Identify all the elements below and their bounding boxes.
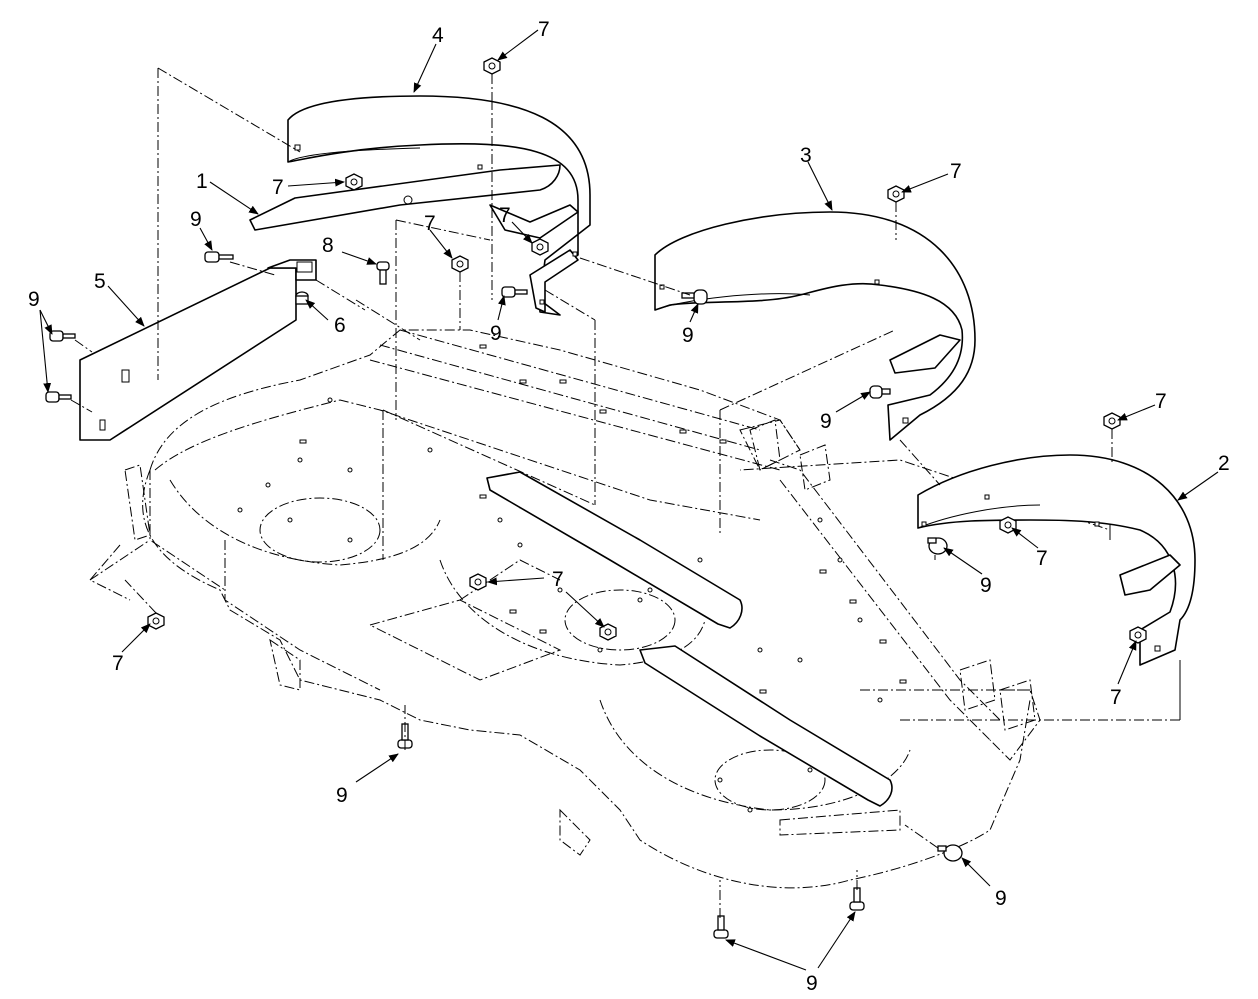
callout-2: 2 [1218, 452, 1230, 475]
nut-7k-icon [147, 612, 165, 630]
callout-7-baffle4: 7 [272, 176, 284, 199]
bolt-9k-icon [849, 887, 865, 911]
deck-holes [237, 344, 907, 813]
nut-7c-icon [451, 255, 469, 273]
pin-8-icon [376, 261, 390, 285]
callout-7-baffle4-right: 7 [499, 204, 511, 227]
callout-7-baffle2-low: 7 [1110, 686, 1122, 709]
callout-7-baffle2-top: 7 [1155, 390, 1167, 413]
explode-lines [70, 67, 1181, 918]
nut-7g-icon [999, 516, 1017, 534]
callout-7-baffle3: 7 [950, 160, 962, 183]
leaders [39, 29, 1219, 971]
nut-7d-icon [531, 238, 549, 256]
callout-8: 8 [322, 234, 334, 257]
nut-7e-icon [887, 185, 905, 203]
bolt-9g-icon [927, 537, 948, 555]
blade-center [486, 471, 743, 629]
bolt-9a-icon [204, 251, 234, 263]
callout-6: 6 [334, 314, 346, 337]
hardware [45, 57, 1147, 939]
callout-7-deck: 7 [552, 568, 564, 591]
bolt-9f-icon [869, 385, 891, 399]
bolt-9d-icon [501, 286, 528, 298]
callout-9-center: 9 [490, 322, 502, 345]
callout-4: 4 [432, 24, 444, 47]
side-plate-5 [79, 259, 317, 441]
callout-7-top: 7 [538, 18, 550, 41]
nut-7a-icon [483, 57, 501, 75]
callout-9-bottom-left: 9 [336, 784, 348, 807]
callout-9-top-left: 9 [190, 208, 202, 231]
callout-9-left: 9 [28, 288, 40, 311]
nut-7b-icon [345, 173, 363, 191]
callout-7-center: 7 [424, 212, 436, 235]
bolt-9c-icon [45, 391, 72, 403]
bolt-9i-icon [937, 844, 963, 862]
callout-9-baffle3-low: 9 [820, 410, 832, 433]
nut-7i-icon [469, 573, 487, 591]
callout-9-baffle3: 9 [682, 324, 694, 347]
callout-9-right: 9 [995, 887, 1007, 910]
baffle-2 [917, 454, 1196, 666]
nut-7f-icon [1103, 412, 1121, 430]
bolt-9j-icon [713, 915, 729, 939]
callout-1: 1 [196, 170, 208, 193]
callout-9-baffle2: 9 [980, 574, 992, 597]
nut-7h-icon [1129, 626, 1147, 644]
nut-7j-icon [599, 623, 617, 641]
callout-7-left: 7 [112, 652, 124, 675]
baffle-4 [287, 95, 591, 316]
callouts: 1 2 3 4 5 6 7 7 7 7 7 7 7 7 7 7 8 9 9 9 … [28, 18, 1230, 995]
callout-7-baffle2-mid: 7 [1036, 547, 1048, 570]
bolt-9b-icon [49, 330, 76, 342]
bolt-9e-icon [681, 289, 708, 305]
callout-5: 5 [94, 270, 106, 293]
callout-9-bottom: 9 [806, 972, 818, 995]
blade-left [249, 164, 561, 231]
blade-right [639, 645, 893, 807]
baffle-3 [654, 211, 976, 441]
spacer-6-icon [295, 291, 309, 305]
mower-deck-outline [89, 329, 1181, 889]
callout-3: 3 [800, 144, 812, 167]
